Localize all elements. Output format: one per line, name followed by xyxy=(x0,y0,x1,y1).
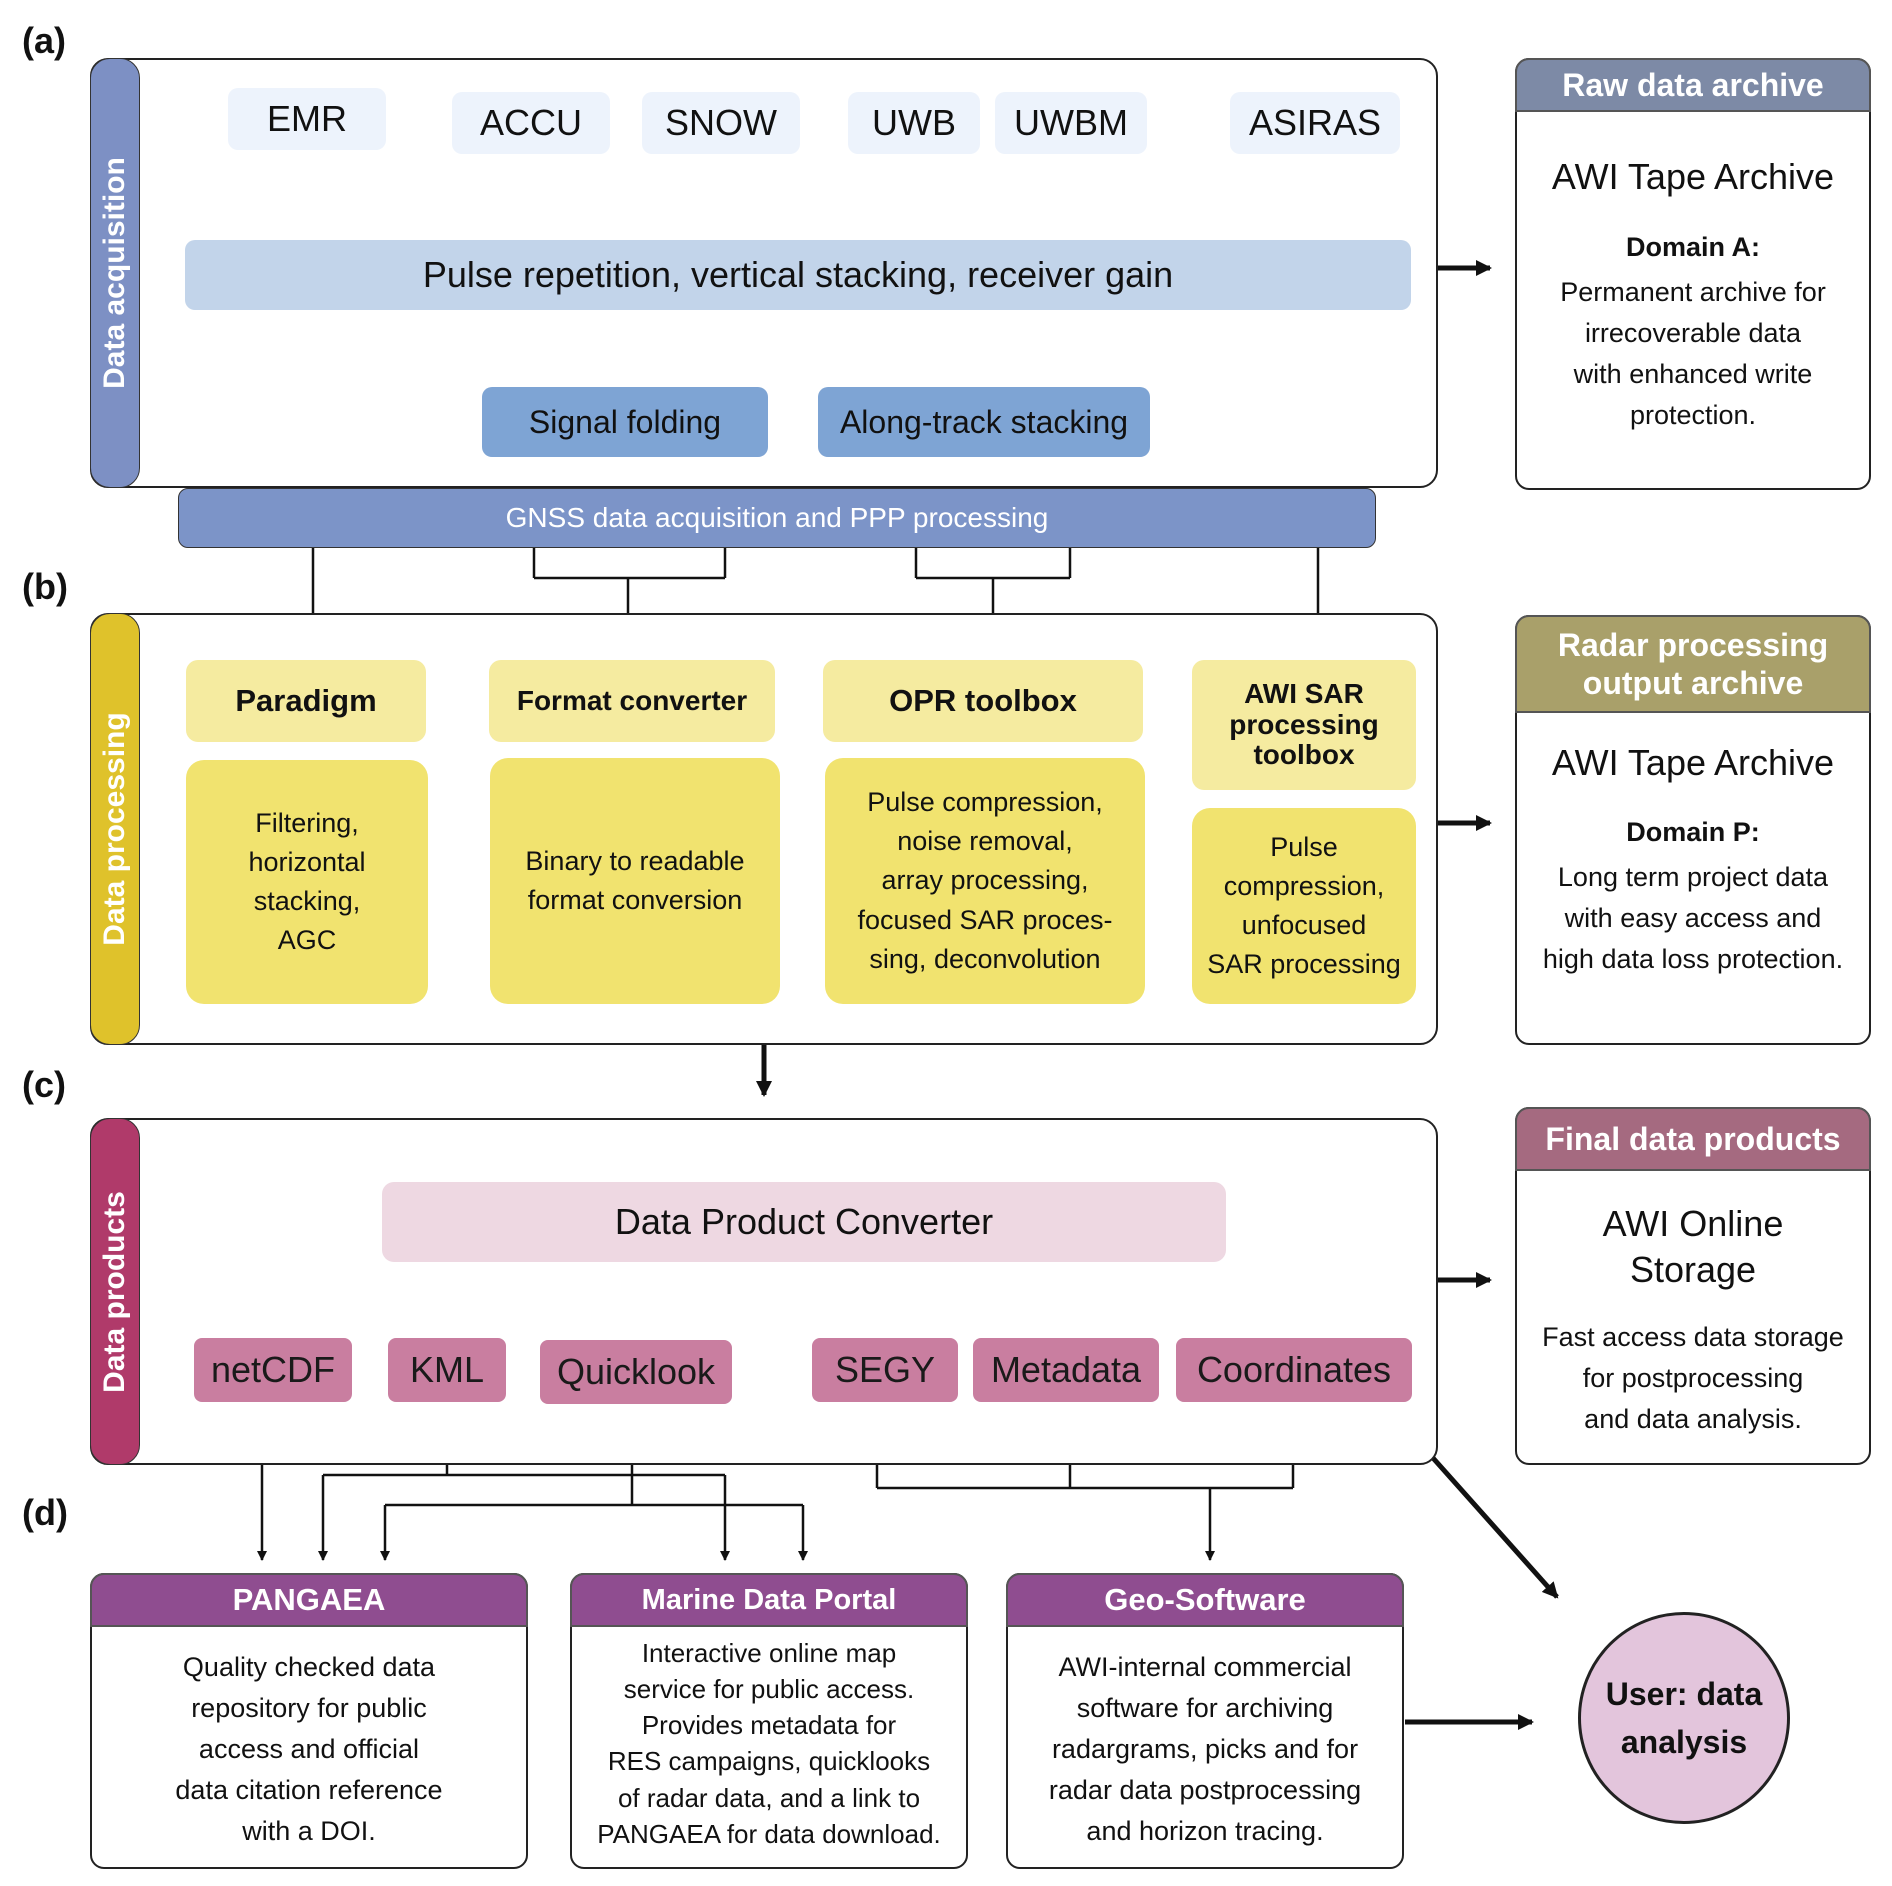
format-kml: KML xyxy=(388,1338,506,1402)
destination-marine-data-portal: Marine Data Portal Interactive online ma… xyxy=(570,1573,968,1869)
panel-label-a: (a) xyxy=(22,20,66,61)
raw-data-archive: Raw data archive AWI Tape Archive Domain… xyxy=(1515,58,1871,490)
destination-description: Quality checked data repository for publ… xyxy=(175,1652,443,1847)
format-metadata: Metadata xyxy=(973,1338,1159,1402)
tool-title-paradigm: Paradigm xyxy=(186,660,426,742)
format-coordinates: Coordinates xyxy=(1176,1338,1412,1402)
instrument-snow: SNOW xyxy=(642,92,800,154)
instrument-emr: EMR xyxy=(228,88,386,150)
tool-title-format-converter: Format converter xyxy=(489,660,775,742)
tool-body-paradigm: Filtering, horizontal stacking, AGC xyxy=(186,760,428,1004)
archive-title: AWI Online Storage xyxy=(1602,1203,1784,1291)
products-section xyxy=(90,1118,1438,1465)
destination-header: Marine Data Portal xyxy=(570,1573,968,1627)
processing-label: Data processing xyxy=(98,712,131,946)
destination-geo-software: Geo-Software AWI-internal commercial sof… xyxy=(1006,1573,1404,1869)
panel-label-c: (c) xyxy=(22,1064,66,1105)
instrument-asiras: ASIRAS xyxy=(1230,92,1400,154)
archive-description: Fast access data storage for postprocess… xyxy=(1542,1322,1844,1435)
products-label: Data products xyxy=(98,1190,131,1393)
final-data-products-archive: Final data products AWI Online Storage F… xyxy=(1515,1107,1871,1465)
archive-description: Permanent archive for irrecoverable data… xyxy=(1560,277,1826,431)
signal-folding-box: Signal folding xyxy=(482,387,768,457)
panel-label-b: (b) xyxy=(22,566,68,607)
format-netcdf: netCDF xyxy=(194,1338,352,1402)
instrument-accu: ACCU xyxy=(452,92,610,154)
archive-title: AWI Tape Archive xyxy=(1551,156,1835,197)
archive-domain: Domain A: xyxy=(1626,232,1760,262)
archive-header: Radar processing output archive xyxy=(1515,615,1871,713)
destination-description: AWI-internal commercial software for arc… xyxy=(1048,1652,1362,1847)
archive-domain: Domain P: xyxy=(1626,817,1760,847)
tool-body-format-converter: Binary to readable format conversion xyxy=(490,758,780,1004)
products-side-tab: Data products xyxy=(90,1118,140,1465)
panel-label-d: (d) xyxy=(22,1492,68,1533)
archive-description: Long term project data with easy access … xyxy=(1542,862,1844,975)
destination-header: Geo-Software xyxy=(1006,1573,1404,1627)
along-track-stacking-box: Along-track stacking xyxy=(818,387,1150,457)
destination-description: Interactive online map service for publi… xyxy=(597,1638,941,1849)
tool-body-awi-sar-toolbox: Pulse compression, unfocused SAR process… xyxy=(1192,808,1416,1004)
tool-title-awi-sar-toolbox: AWI SAR processing toolbox xyxy=(1192,660,1416,790)
destination-header: PANGAEA xyxy=(90,1573,528,1627)
acquisition-label: Data acquisition xyxy=(98,157,131,389)
format-segy: SEGY xyxy=(812,1338,958,1402)
tool-title-opr-toolbox: OPR toolbox xyxy=(823,660,1143,742)
gnss-processing-bar: GNSS data acquisition and PPP processing xyxy=(178,488,1376,548)
archive-title: AWI Tape Archive xyxy=(1551,742,1835,783)
format-quicklook: Quicklook xyxy=(540,1340,732,1404)
user-data-analysis: User: data analysis xyxy=(1578,1612,1790,1824)
processing-side-tab: Data processing xyxy=(90,613,140,1045)
data-product-converter-box: Data Product Converter xyxy=(382,1182,1226,1262)
radar-processing-archive: Radar processing output archive AWI Tape… xyxy=(1515,615,1871,1045)
archive-header: Final data products xyxy=(1515,1107,1871,1171)
instrument-uwbm: UWBM xyxy=(995,92,1147,154)
tool-body-opr-toolbox: Pulse compression, noise removal, array … xyxy=(825,758,1145,1004)
archive-header: Raw data archive xyxy=(1515,58,1871,112)
instrument-uwb: UWB xyxy=(848,92,980,154)
acquisition-side-tab: Data acquisition xyxy=(90,58,140,488)
destination-pangaea: PANGAEA Quality checked data repository … xyxy=(90,1573,528,1869)
pulse-repetition-bar: Pulse repetition, vertical stacking, rec… xyxy=(185,240,1411,310)
